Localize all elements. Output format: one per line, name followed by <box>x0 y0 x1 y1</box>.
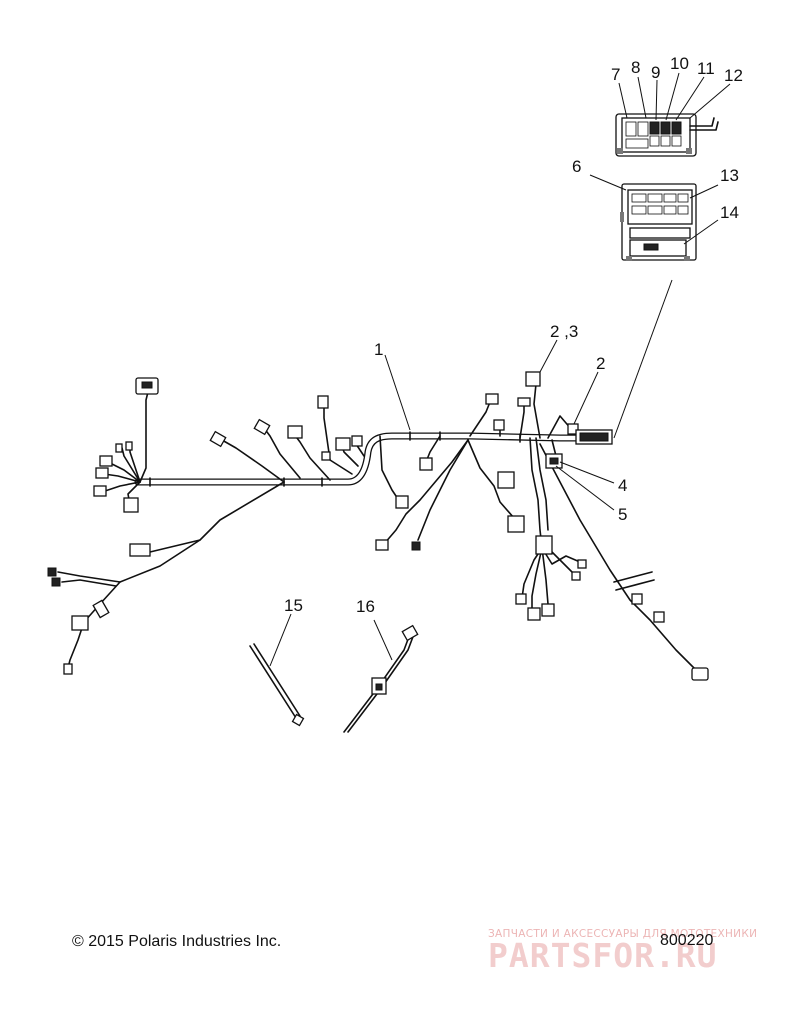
callout-1: 1 <box>374 340 383 359</box>
callout-6: 6 <box>572 157 581 176</box>
cable-tie-16 <box>343 619 419 733</box>
fuse-box-connect-line <box>613 279 673 439</box>
callout-12: 12 <box>724 66 743 85</box>
callout-2-3: 2 ,3 <box>550 322 578 341</box>
main-harness <box>57 383 699 673</box>
callout-5: 5 <box>618 505 627 524</box>
watermark-tagline: ЗАПЧАСТИ И АКСЕССУАРЫ ДЛЯ МОТОТЕХНИКИ <box>488 928 758 940</box>
callout-14: 14 <box>720 203 739 222</box>
callout-8: 8 <box>631 58 640 77</box>
callout-7: 7 <box>611 65 620 84</box>
watermark-logo: PARTSFOR.RU <box>488 936 718 975</box>
fuse-box-main <box>620 183 697 261</box>
harness-leader-lines <box>384 339 615 511</box>
callout-2: 2 <box>596 354 605 373</box>
fuse-box-top <box>615 113 719 157</box>
callout-4: 4 <box>618 476 627 495</box>
callout-labels: 1 2 ,3 2 4 5 6 7 8 9 10 11 12 13 14 15 1… <box>284 54 743 616</box>
watermark: ЗАПЧАСТИ И АКСЕССУАРЫ ДЛЯ МОТОТЕХНИКИ PA… <box>488 928 788 978</box>
callout-13: 13 <box>720 166 739 185</box>
drawing-number: 800220 <box>660 932 714 949</box>
callout-16: 16 <box>356 597 375 616</box>
box-leader-lines <box>589 72 731 245</box>
harness-connectors <box>47 371 709 681</box>
callout-10: 10 <box>670 54 689 73</box>
callout-9: 9 <box>651 63 660 82</box>
copyright-text: © 2015 Polaris Industries Inc. <box>72 933 282 950</box>
cable-tie-15 <box>249 613 305 727</box>
callout-15: 15 <box>284 596 303 615</box>
callout-11: 11 <box>697 59 715 78</box>
